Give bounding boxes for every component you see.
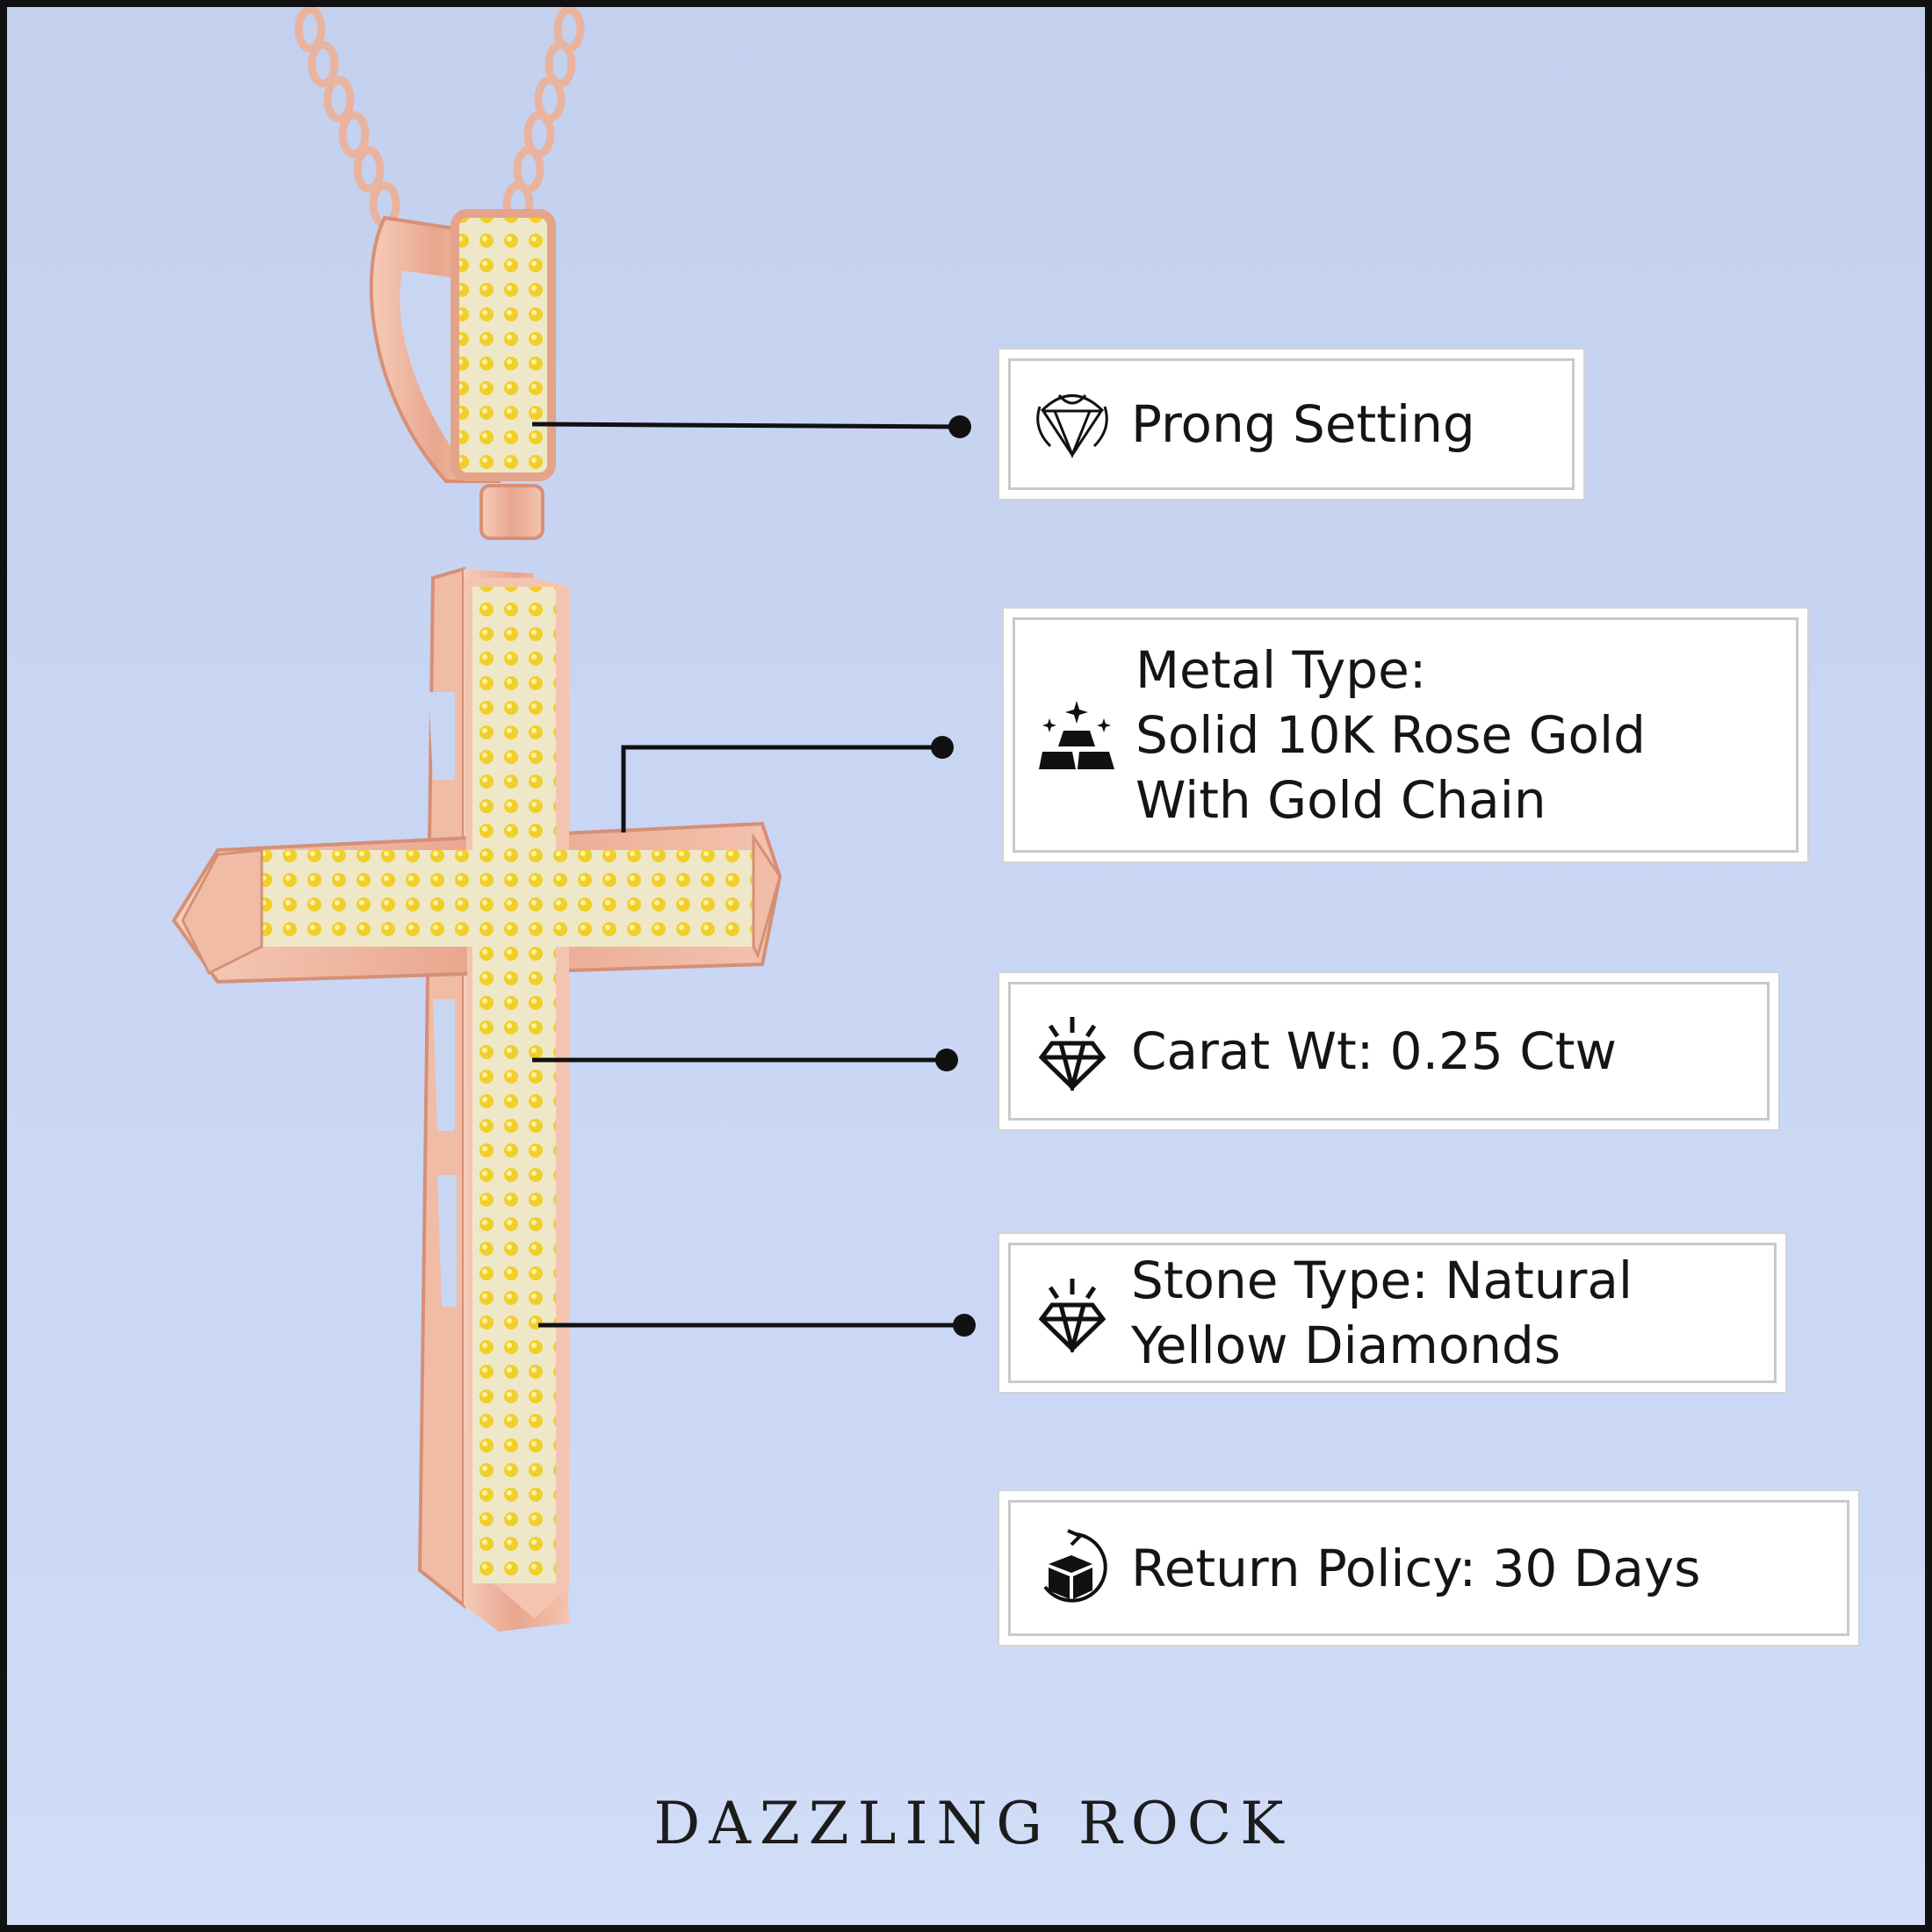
metal-type-callout: Metal Type: Solid 10K Rose Gold With Gol… xyxy=(1004,609,1807,861)
prong-setting-icon xyxy=(1036,394,1108,459)
gold-bars-icon xyxy=(1039,701,1114,769)
pendant-photo xyxy=(171,7,976,1632)
return-policy-callout: Return Policy: 30 Days xyxy=(999,1491,1858,1645)
carat-weight-callout: Carat Wt: 0.25 Ctw xyxy=(999,973,1778,1129)
leader-lines xyxy=(531,415,976,1337)
brand-logo: DAZZLING ROCK xyxy=(653,1790,1293,1857)
prong-setting-label: Prong Setting xyxy=(1131,394,1475,454)
stone-type-label: Stone Type: Natural Yellow Diamonds xyxy=(1131,1251,1633,1375)
return-policy-label: Return Policy: 30 Days xyxy=(1131,1538,1701,1598)
cross-pendant xyxy=(171,566,782,1632)
prong-setting-callout: Prong Setting xyxy=(999,350,1583,499)
diamond-icon xyxy=(1038,1017,1107,1091)
carat-weight-label: Carat Wt: 0.25 Ctw xyxy=(1131,1021,1617,1081)
stone-type-callout: Stone Type: Natural Yellow Diamonds xyxy=(999,1234,1785,1392)
chain xyxy=(294,7,585,228)
metal-type-label: Metal Type: Solid 10K Rose Gold With Gol… xyxy=(1135,640,1646,830)
diamond-icon xyxy=(1038,1279,1107,1352)
return-box-icon xyxy=(1043,1528,1107,1603)
bail xyxy=(369,209,556,540)
